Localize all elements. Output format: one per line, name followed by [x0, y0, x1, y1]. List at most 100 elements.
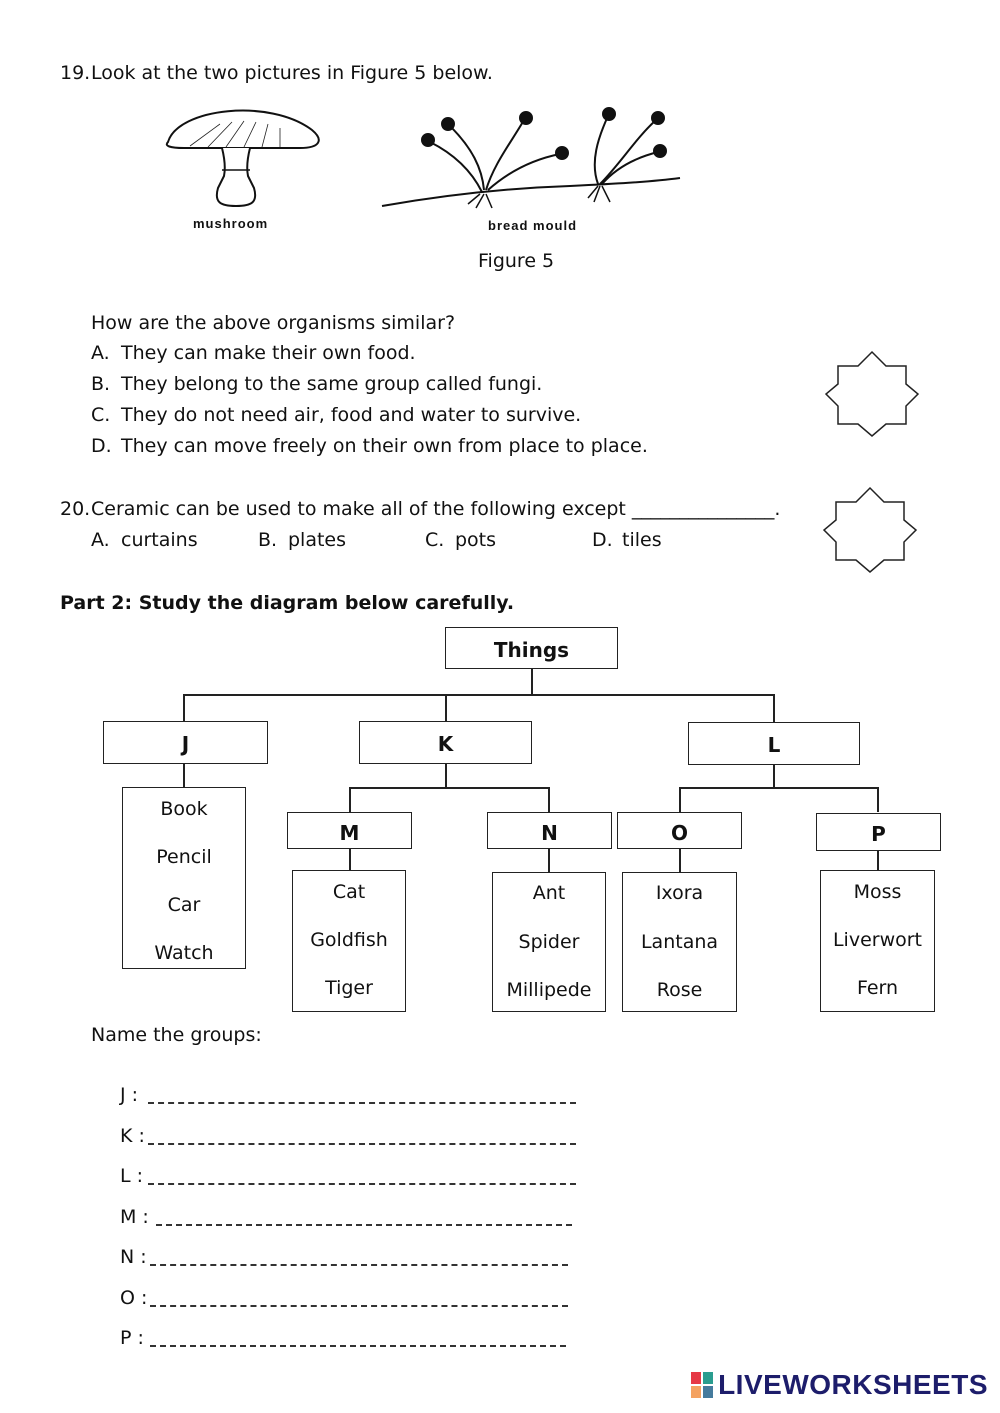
bread-mould-label: bread mould	[488, 218, 578, 233]
mushroom-label: mushroom	[193, 216, 269, 231]
answer-label-l: L :	[120, 1165, 144, 1187]
answer-label-m: M :	[120, 1206, 149, 1228]
q19-option-d-text: They can move freely on their own from p…	[121, 435, 648, 457]
list-item: Millipede	[506, 979, 592, 1001]
liveworksheets-logo: LIVEWORKSHEETS	[690, 1369, 988, 1401]
logo-text: LIVEWORKSHEETS	[718, 1369, 988, 1400]
answer-field-j[interactable]	[148, 1102, 576, 1104]
connector	[877, 787, 879, 812]
connector	[679, 787, 878, 789]
group-n-label: N	[541, 821, 558, 845]
list-item: Tiger	[325, 977, 373, 999]
part2-heading: Part 2: Study the diagram below carefull…	[60, 592, 515, 614]
list-item: Moss	[853, 881, 902, 903]
answer-label-p: P :	[120, 1327, 144, 1349]
connector	[445, 694, 447, 721]
list-item: Watch	[154, 942, 214, 964]
q19-option-a-letter: A.	[91, 342, 110, 364]
connector	[773, 694, 775, 722]
list-item: Lantana	[640, 931, 719, 953]
connector	[679, 787, 681, 812]
group-j-items-box: Book Pencil Car Watch	[122, 787, 246, 969]
q20-option-b-letter: B.	[258, 529, 278, 551]
q19-answer-star[interactable]	[824, 350, 920, 438]
group-j-label: J	[181, 732, 190, 756]
group-l-label: L	[767, 733, 781, 757]
q19-question: How are the above organisms similar?	[91, 312, 456, 334]
connector	[531, 668, 533, 694]
connector	[183, 694, 773, 696]
answer-field-k[interactable]	[148, 1143, 576, 1145]
answer-label-n: N :	[120, 1246, 147, 1268]
connector	[679, 848, 681, 872]
group-box-l[interactable]: L	[688, 722, 860, 765]
group-box-k[interactable]: K	[359, 721, 532, 764]
answer-label-k: K :	[120, 1125, 145, 1147]
answer-field-p[interactable]	[150, 1345, 566, 1347]
answer-label-j: J :	[120, 1084, 139, 1106]
name-groups-prompt: Name the groups:	[91, 1024, 262, 1046]
answer-field-m[interactable]	[156, 1224, 572, 1226]
bread-mould-drawing	[381, 107, 681, 209]
group-box-n[interactable]: N	[487, 812, 612, 849]
answer-field-o[interactable]	[150, 1305, 568, 1307]
q20-option-d-text: tiles	[622, 529, 662, 551]
list-item: Goldfish	[310, 929, 388, 951]
q19-option-c-text: They do not need air, food and water to …	[121, 404, 582, 426]
logo-icon	[691, 1372, 714, 1398]
list-item: Fern	[856, 977, 899, 999]
group-box-o[interactable]: O	[617, 812, 742, 849]
list-item: Ixora	[655, 882, 704, 904]
answer-label-o: O :	[120, 1287, 148, 1309]
q20-answer-star[interactable]	[822, 486, 918, 574]
connector	[349, 787, 549, 789]
group-p-items-box: Moss Liverwort Fern	[820, 870, 935, 1012]
list-item: Car	[167, 894, 201, 916]
q20-number: 20.	[60, 498, 91, 520]
group-n-items-box: Ant Spider Millipede	[492, 872, 606, 1012]
list-item: Pencil	[156, 846, 212, 868]
q20-option-c-letter: C.	[425, 529, 445, 551]
q19-option-a-text: They can make their own food.	[121, 342, 416, 364]
connector	[349, 848, 351, 870]
group-o-label: O	[670, 821, 688, 845]
list-item: Cat	[332, 881, 366, 903]
q19-option-c-letter: C.	[91, 404, 111, 426]
q20-option-b-text: plates	[288, 529, 347, 551]
connector	[183, 763, 185, 787]
list-item: Spider	[518, 931, 580, 953]
group-k-label: K	[437, 732, 454, 756]
group-box-m[interactable]: M	[287, 812, 412, 849]
mushroom-drawing	[165, 109, 320, 208]
connector	[548, 787, 550, 812]
answer-field-l[interactable]	[148, 1183, 576, 1185]
answer-field-n[interactable]	[150, 1264, 568, 1266]
list-item: Rose	[656, 979, 703, 1001]
q20-option-c-text: pots	[455, 529, 497, 551]
list-item: Liverwort	[832, 929, 923, 951]
q19-number: 19.	[60, 62, 91, 84]
connector	[183, 694, 185, 721]
q19-prompt: Look at the two pictures in Figure 5 bel…	[91, 62, 493, 84]
list-item: Ant	[532, 882, 566, 904]
figure-caption: Figure 5	[478, 250, 555, 272]
group-p-label: P	[871, 822, 886, 846]
connector	[445, 763, 447, 787]
q19-option-d-letter: D.	[91, 435, 112, 457]
group-box-j[interactable]: J	[103, 721, 268, 764]
connector	[773, 764, 775, 787]
root-box-things: Things	[445, 627, 618, 669]
connector	[548, 848, 550, 872]
q20-option-d-letter: D.	[592, 529, 613, 551]
q19-option-b-letter: B.	[91, 373, 111, 395]
figure-5-illustration	[165, 107, 681, 209]
q19-option-b-text: They belong to the same group called fun…	[121, 373, 543, 395]
root-label: Things	[493, 638, 570, 662]
q20-prompt: Ceramic can be used to make all of the f…	[91, 498, 781, 520]
group-m-label: M	[339, 821, 360, 845]
connector	[877, 850, 879, 870]
list-item: Book	[160, 798, 208, 820]
group-box-p[interactable]: P	[816, 813, 941, 851]
q20-option-a-letter: A.	[91, 529, 110, 551]
group-o-items-box: Ixora Lantana Rose	[622, 872, 737, 1012]
